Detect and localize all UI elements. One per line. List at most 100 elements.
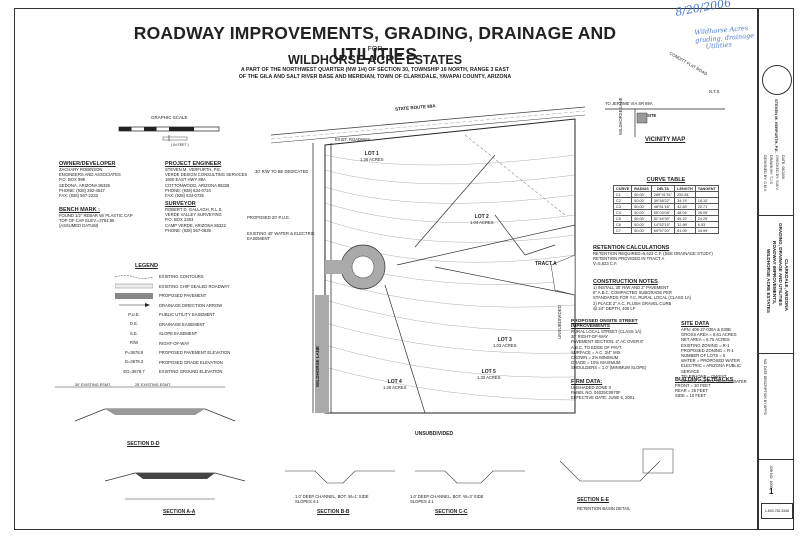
vicinity-road: TO JEROME VIA SR 89A bbox=[605, 101, 653, 106]
legend-item: P.U.E.PUBLIC UTILITY EASEMENT bbox=[115, 310, 305, 320]
legend-item: EXISTING CONTOURS bbox=[115, 272, 305, 282]
sheet-number: 1 bbox=[769, 487, 774, 496]
legend-item: D.E. DRAINAGE EASEMENT bbox=[115, 320, 305, 330]
owner-line: SEDONA, ARIZONA 86336 bbox=[59, 182, 110, 188]
onsite-line: CROWN = 2% MINIMUM bbox=[571, 355, 619, 361]
plan-note: EXIST. ROADWAY bbox=[335, 137, 371, 142]
designed-by: DESIGNED BY: S.M.V. bbox=[763, 155, 767, 192]
legend-item: PROPOSED PAVEMENT bbox=[115, 291, 305, 301]
lot-area: 1.03 ACRES bbox=[493, 343, 517, 348]
firm-line: EFFECTIVE DATE: JUNE 6, 2001 bbox=[571, 395, 635, 401]
legend-label: EXISTING GROUND ELEVATION bbox=[159, 369, 223, 375]
tract-label: TRACT A bbox=[535, 261, 557, 267]
benchmark-block: BENCH MARK : FOUND 1/2" REBAR W/ PLASTIC… bbox=[59, 207, 159, 229]
engineer-line: 1600 EAST HWY 89A bbox=[165, 177, 206, 183]
drawn-by: DRAWN BY: T.J.S. bbox=[769, 155, 773, 185]
legend-label: DRAINAGE DIRECTION ARROW bbox=[159, 302, 223, 308]
contour-line-icon bbox=[115, 274, 153, 279]
site-data-line: PROPOSED ZONING = R-1 bbox=[681, 347, 734, 353]
firm-block: FIRM DATA: UNSHADED ZONE X PANEL NO. 040… bbox=[571, 379, 671, 401]
curve-table-heading: CURVE TABLE bbox=[646, 177, 686, 183]
plan-note: PROPOSED 20' P.U.E. bbox=[247, 215, 291, 220]
rw-abbr-icon: R/W bbox=[129, 340, 139, 346]
vicinity-road: WILDHORSE LANE bbox=[618, 97, 623, 135]
de-abbr-icon: D.E. bbox=[129, 321, 139, 327]
retention-line: V=5,623 C.F. bbox=[593, 261, 618, 267]
lot-name: LOT 4 bbox=[387, 379, 402, 385]
plan-note: EXISTING 40' WATER & ELECTRIC EASEMENT bbox=[247, 231, 315, 242]
site-data-heading: SITE DATA bbox=[681, 321, 710, 327]
legend-label: DRAINAGE EASEMENT bbox=[159, 321, 206, 327]
unsubdivided-label: UNSUBDIVIDED bbox=[557, 304, 562, 339]
site-data-line: TELEPHONE = QWEST bbox=[681, 373, 727, 379]
surveyor-heading: SURVEYOR bbox=[165, 201, 196, 207]
graphic-scale-unit: ( IN FEET ) bbox=[171, 143, 189, 147]
job-number: JOB NO. 1606 bbox=[769, 465, 773, 489]
pue-abbr-icon: P.U.E. bbox=[128, 311, 140, 317]
section-detail-ee bbox=[559, 448, 674, 482]
lot-name: LOT 5 bbox=[481, 369, 496, 375]
chipseal-icon bbox=[115, 284, 153, 289]
handwritten-note: Wildhorse Acres grading, drainage Utilit… bbox=[694, 24, 755, 52]
lot-area: 1.33 ACRES bbox=[477, 375, 501, 380]
surveyor-block: SURVEYOR ROBERT D. GALLAGH, R.L.S. VERDE… bbox=[165, 201, 275, 233]
project-line: CLARKDALE, ARIZONA bbox=[784, 259, 789, 311]
engineer-line: STEVEN M. VERFURTH, P.E. bbox=[165, 167, 222, 172]
onsite-line: A.B.C. TO EDGE OF PAVT. bbox=[571, 344, 623, 350]
section-label: SECTION E-E bbox=[577, 497, 609, 503]
pavement-icon bbox=[115, 292, 153, 299]
legal-description-line: OF THE GILA AND SALT RIVER BASE AND MERI… bbox=[238, 74, 512, 80]
construction-line: 6" A.B.C. COMPACTED SUBGRADE PER bbox=[593, 290, 672, 296]
setbacks-line: FRONT = 30 FEET bbox=[675, 383, 711, 388]
section-details-mid bbox=[285, 470, 525, 484]
section-note: 25' EXISTING ESMT. bbox=[135, 383, 171, 387]
legal-description-line: A PART OF THE NORTHWEST QUARTER (NW 1/4)… bbox=[240, 67, 510, 73]
vicinity-road: CONDITT FLAT ROAD bbox=[668, 50, 709, 77]
drawing-sheet: ROADWAY IMPROVEMENTS, GRADING, DRAINAGE … bbox=[14, 0, 758, 530]
retention-line: RETENTION REQUIRED=5,623 C.F. (SEE DRAIN… bbox=[593, 251, 713, 256]
site-data-line: NUMBER OF LOTS = 5 bbox=[681, 353, 726, 359]
unsubdivided-label: UNSUBDIVIDED bbox=[415, 431, 454, 437]
surveyor-line: ROBERT D. GALLAGH, R.L.S. bbox=[165, 207, 223, 212]
construction-line: 2) PLACE 2" A.C. FLUSH GRAVEL CURB bbox=[593, 300, 672, 306]
handwritten-date: 8/20/2006 bbox=[674, 0, 733, 19]
legend-label: EXISTING CONTOURS bbox=[159, 274, 204, 280]
lot-area: 1.36 ACRES bbox=[360, 157, 384, 162]
owner-block: OWNER/DEVELOPER ZACHARY ROBINSON ENGINEE… bbox=[59, 161, 159, 198]
retention-block: RETENTION CALCULATIONS RETENTION REQUIRE… bbox=[593, 245, 743, 267]
legend-label: PROPOSED PAVEMENT ELEVATION bbox=[159, 350, 231, 356]
section-label: SECTION A-A bbox=[163, 509, 196, 515]
surveyor-line: PHONE: (928) 567-0639 bbox=[165, 227, 211, 233]
site-data-line: SEWER = SEPTIC/WASTEWATER bbox=[681, 379, 747, 385]
legal-description: A PART OF THE NORTHWEST QUARTER (NW 1/4)… bbox=[135, 67, 615, 81]
benchmark-line: (ASSUMED DATUM) bbox=[59, 223, 99, 229]
legend-block: LEGEND EXISTING CONTOURS EXISTING CHIP S… bbox=[115, 263, 305, 377]
legend-label: PROPOSED PAVEMENT bbox=[159, 293, 207, 299]
engineer-heading: PROJECT ENGINEER bbox=[165, 161, 222, 167]
engineer-block: PROJECT ENGINEER STEVEN M. VERFURTH, P.E… bbox=[165, 161, 275, 198]
g-elev-icon: G=3679.3 bbox=[124, 359, 144, 365]
engineer-line: FAX: (928) 634-0725 bbox=[165, 193, 204, 199]
setbacks-line: SIDE = 10 FEET bbox=[675, 393, 707, 399]
onsite-line: SHOULDERS = 1.0' (MINIMUM SLOPE) bbox=[571, 365, 647, 371]
onsite-line: 30' RIGHT-OF-WAY bbox=[571, 334, 609, 340]
vicinity-map bbox=[605, 95, 725, 137]
engineer-line: PHONE: (928) 634-0724 bbox=[165, 187, 211, 193]
site-data-block: SITE DATA APN: 406-27-030A & 030B GROSS … bbox=[681, 321, 757, 384]
engineer-line: COTTONWOOD, ARIZONA 86326 bbox=[165, 182, 230, 188]
firm-line: UNSHADED ZONE X bbox=[571, 385, 612, 390]
lot-area: 1.28 ACRES bbox=[383, 385, 407, 390]
site-data-line: GROSS AREA = 8.61 ACRES bbox=[681, 332, 737, 338]
vicinity-site: SITE bbox=[647, 113, 657, 118]
setbacks-heading: BUILDING SETBACKS bbox=[675, 377, 734, 383]
lot-label: LOT 2 1.04 ACRES bbox=[470, 214, 494, 225]
owner-line: FAX: (928) 567-2233 bbox=[59, 193, 98, 199]
site-data-line: NET AREA = 6.75 ACRES bbox=[681, 337, 730, 343]
cell: 61.05' bbox=[674, 227, 696, 234]
